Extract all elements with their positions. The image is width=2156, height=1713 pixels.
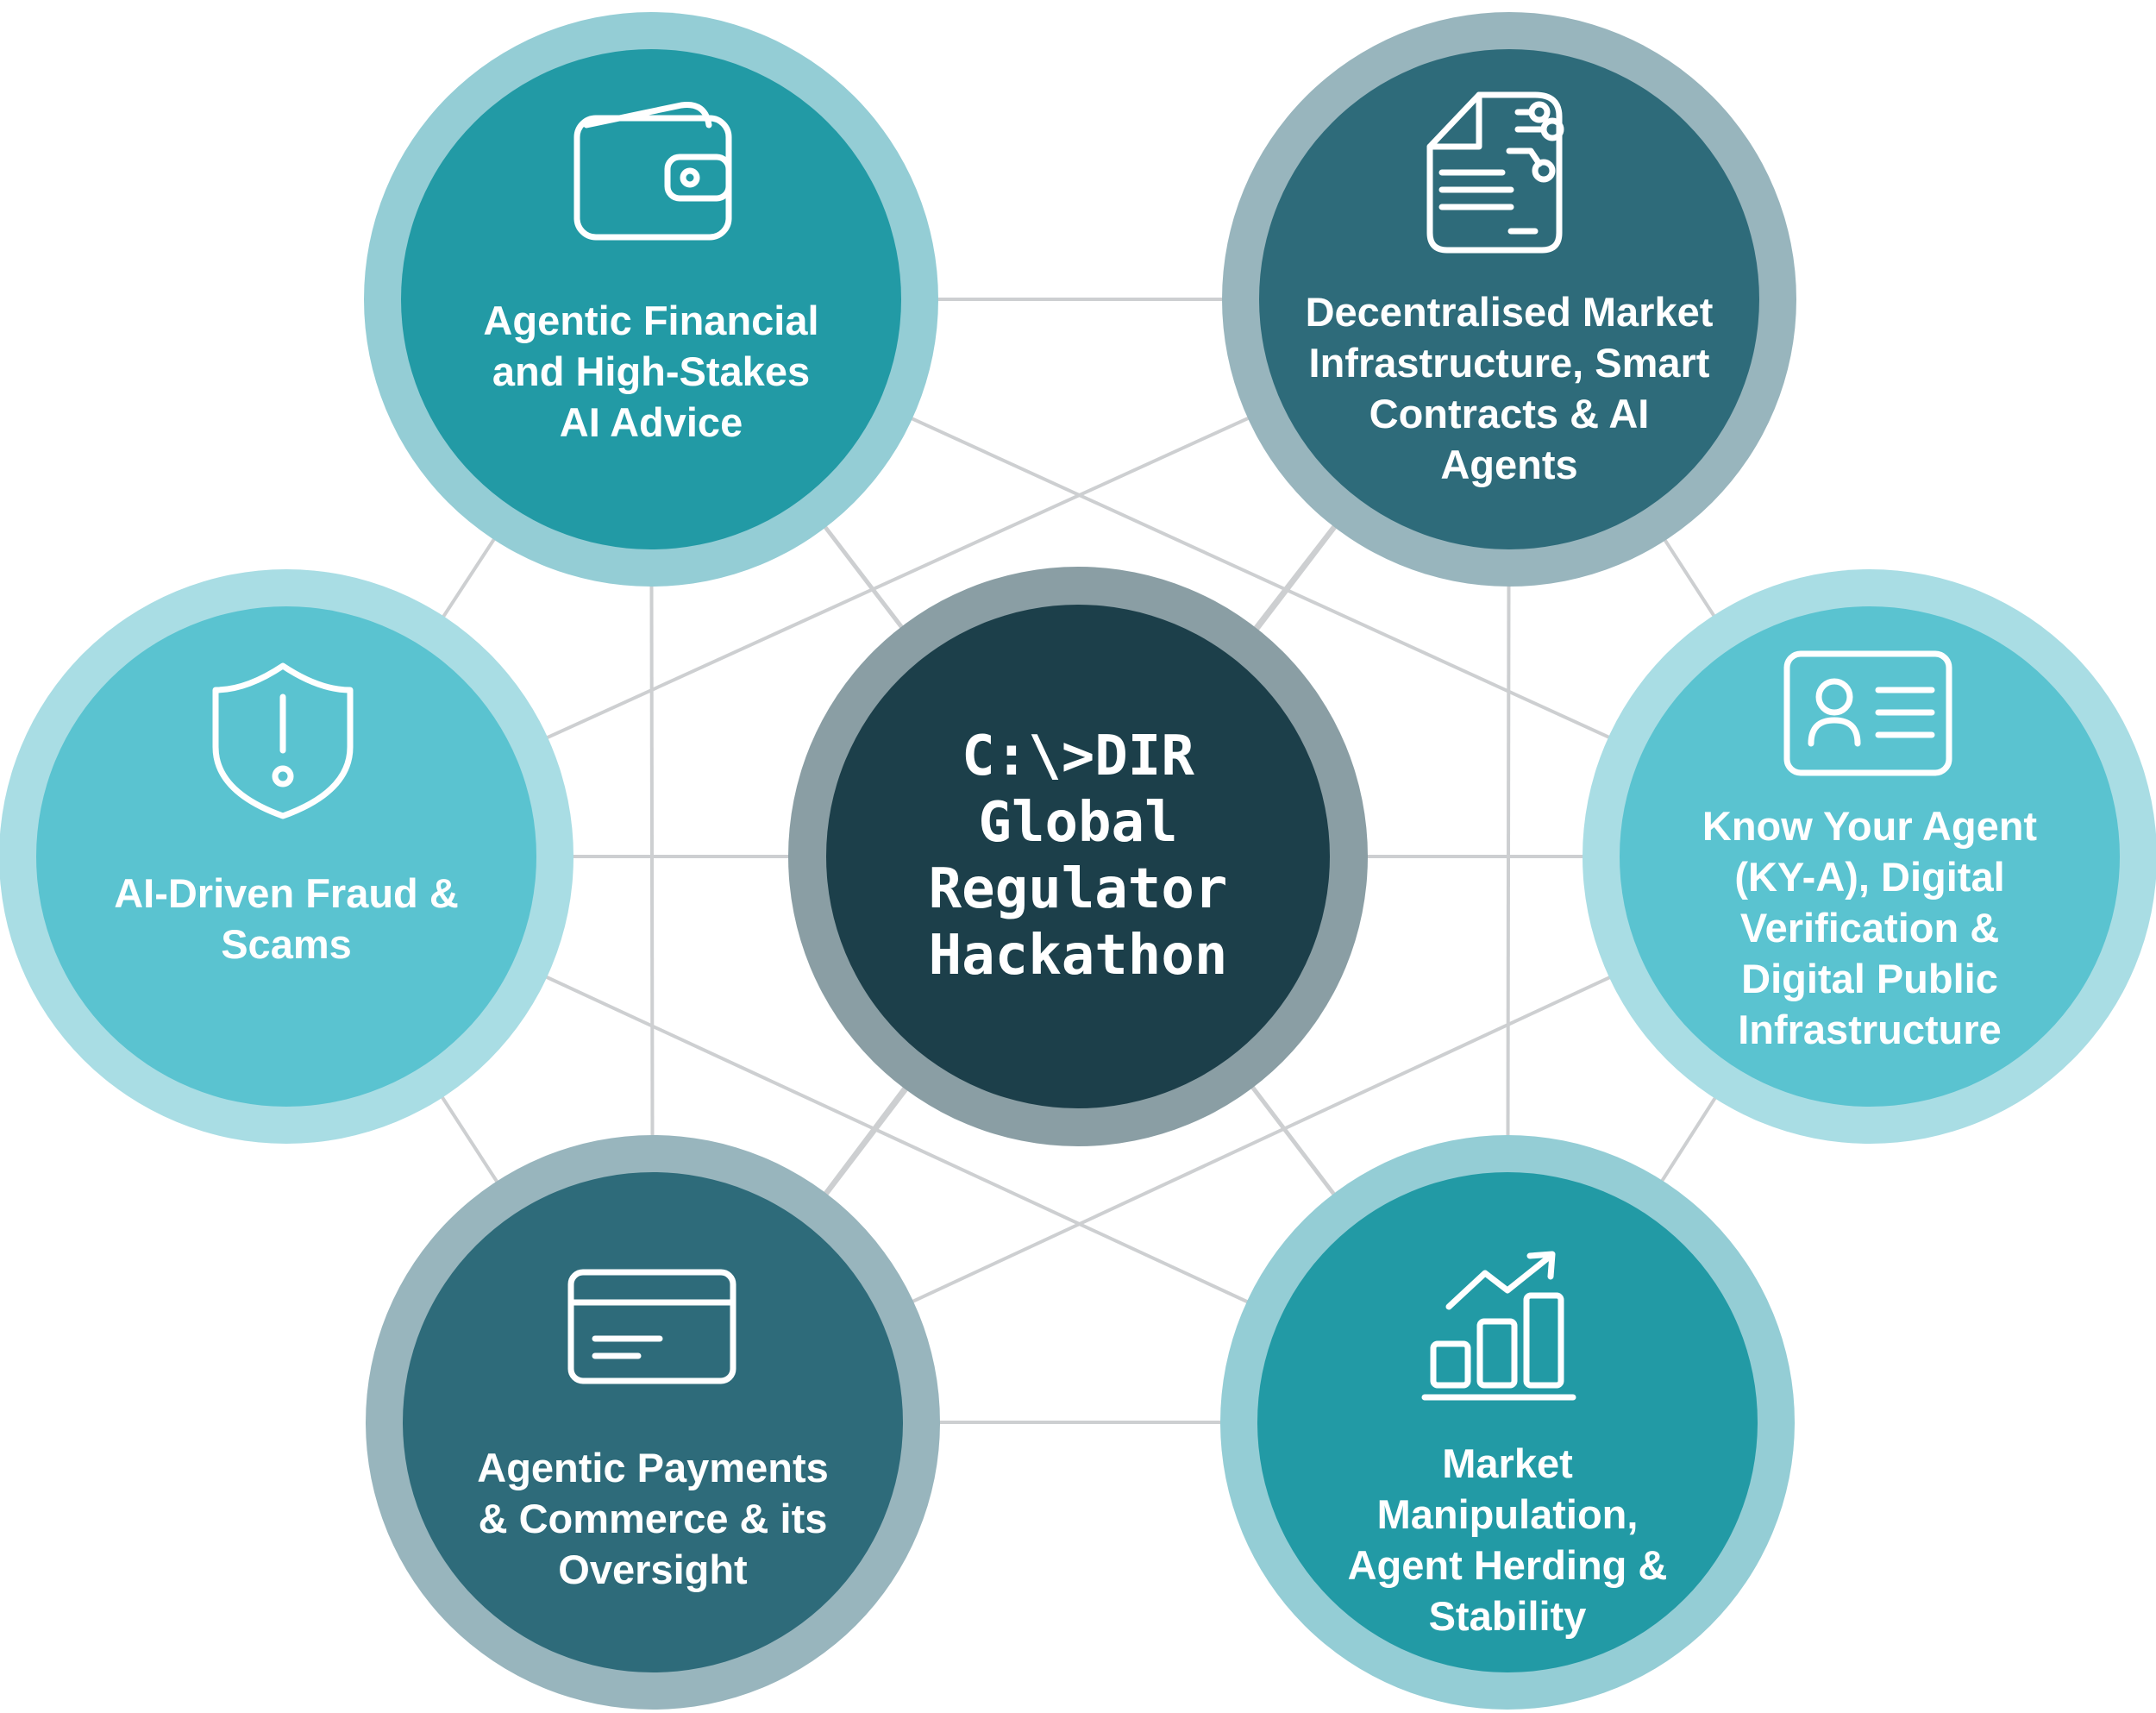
credit-card-icon <box>567 1269 736 1384</box>
topic-node-fraud-scams <box>0 569 573 1144</box>
center-node <box>788 567 1368 1146</box>
topic-node-decentralised-market <box>1222 12 1796 587</box>
topic-node-market-manipulation <box>1220 1135 1795 1710</box>
shield-warning-icon <box>212 662 354 819</box>
smart-contract-document-icon <box>1426 91 1564 254</box>
topic-node-agentic-payments <box>366 1135 940 1710</box>
wallet-icon <box>573 101 732 241</box>
id-card-icon <box>1783 650 1952 776</box>
topic-node-know-your-agent <box>1583 569 2156 1144</box>
topic-node-financial-advice <box>364 12 938 587</box>
rising-bar-chart-icon <box>1421 1251 1576 1401</box>
